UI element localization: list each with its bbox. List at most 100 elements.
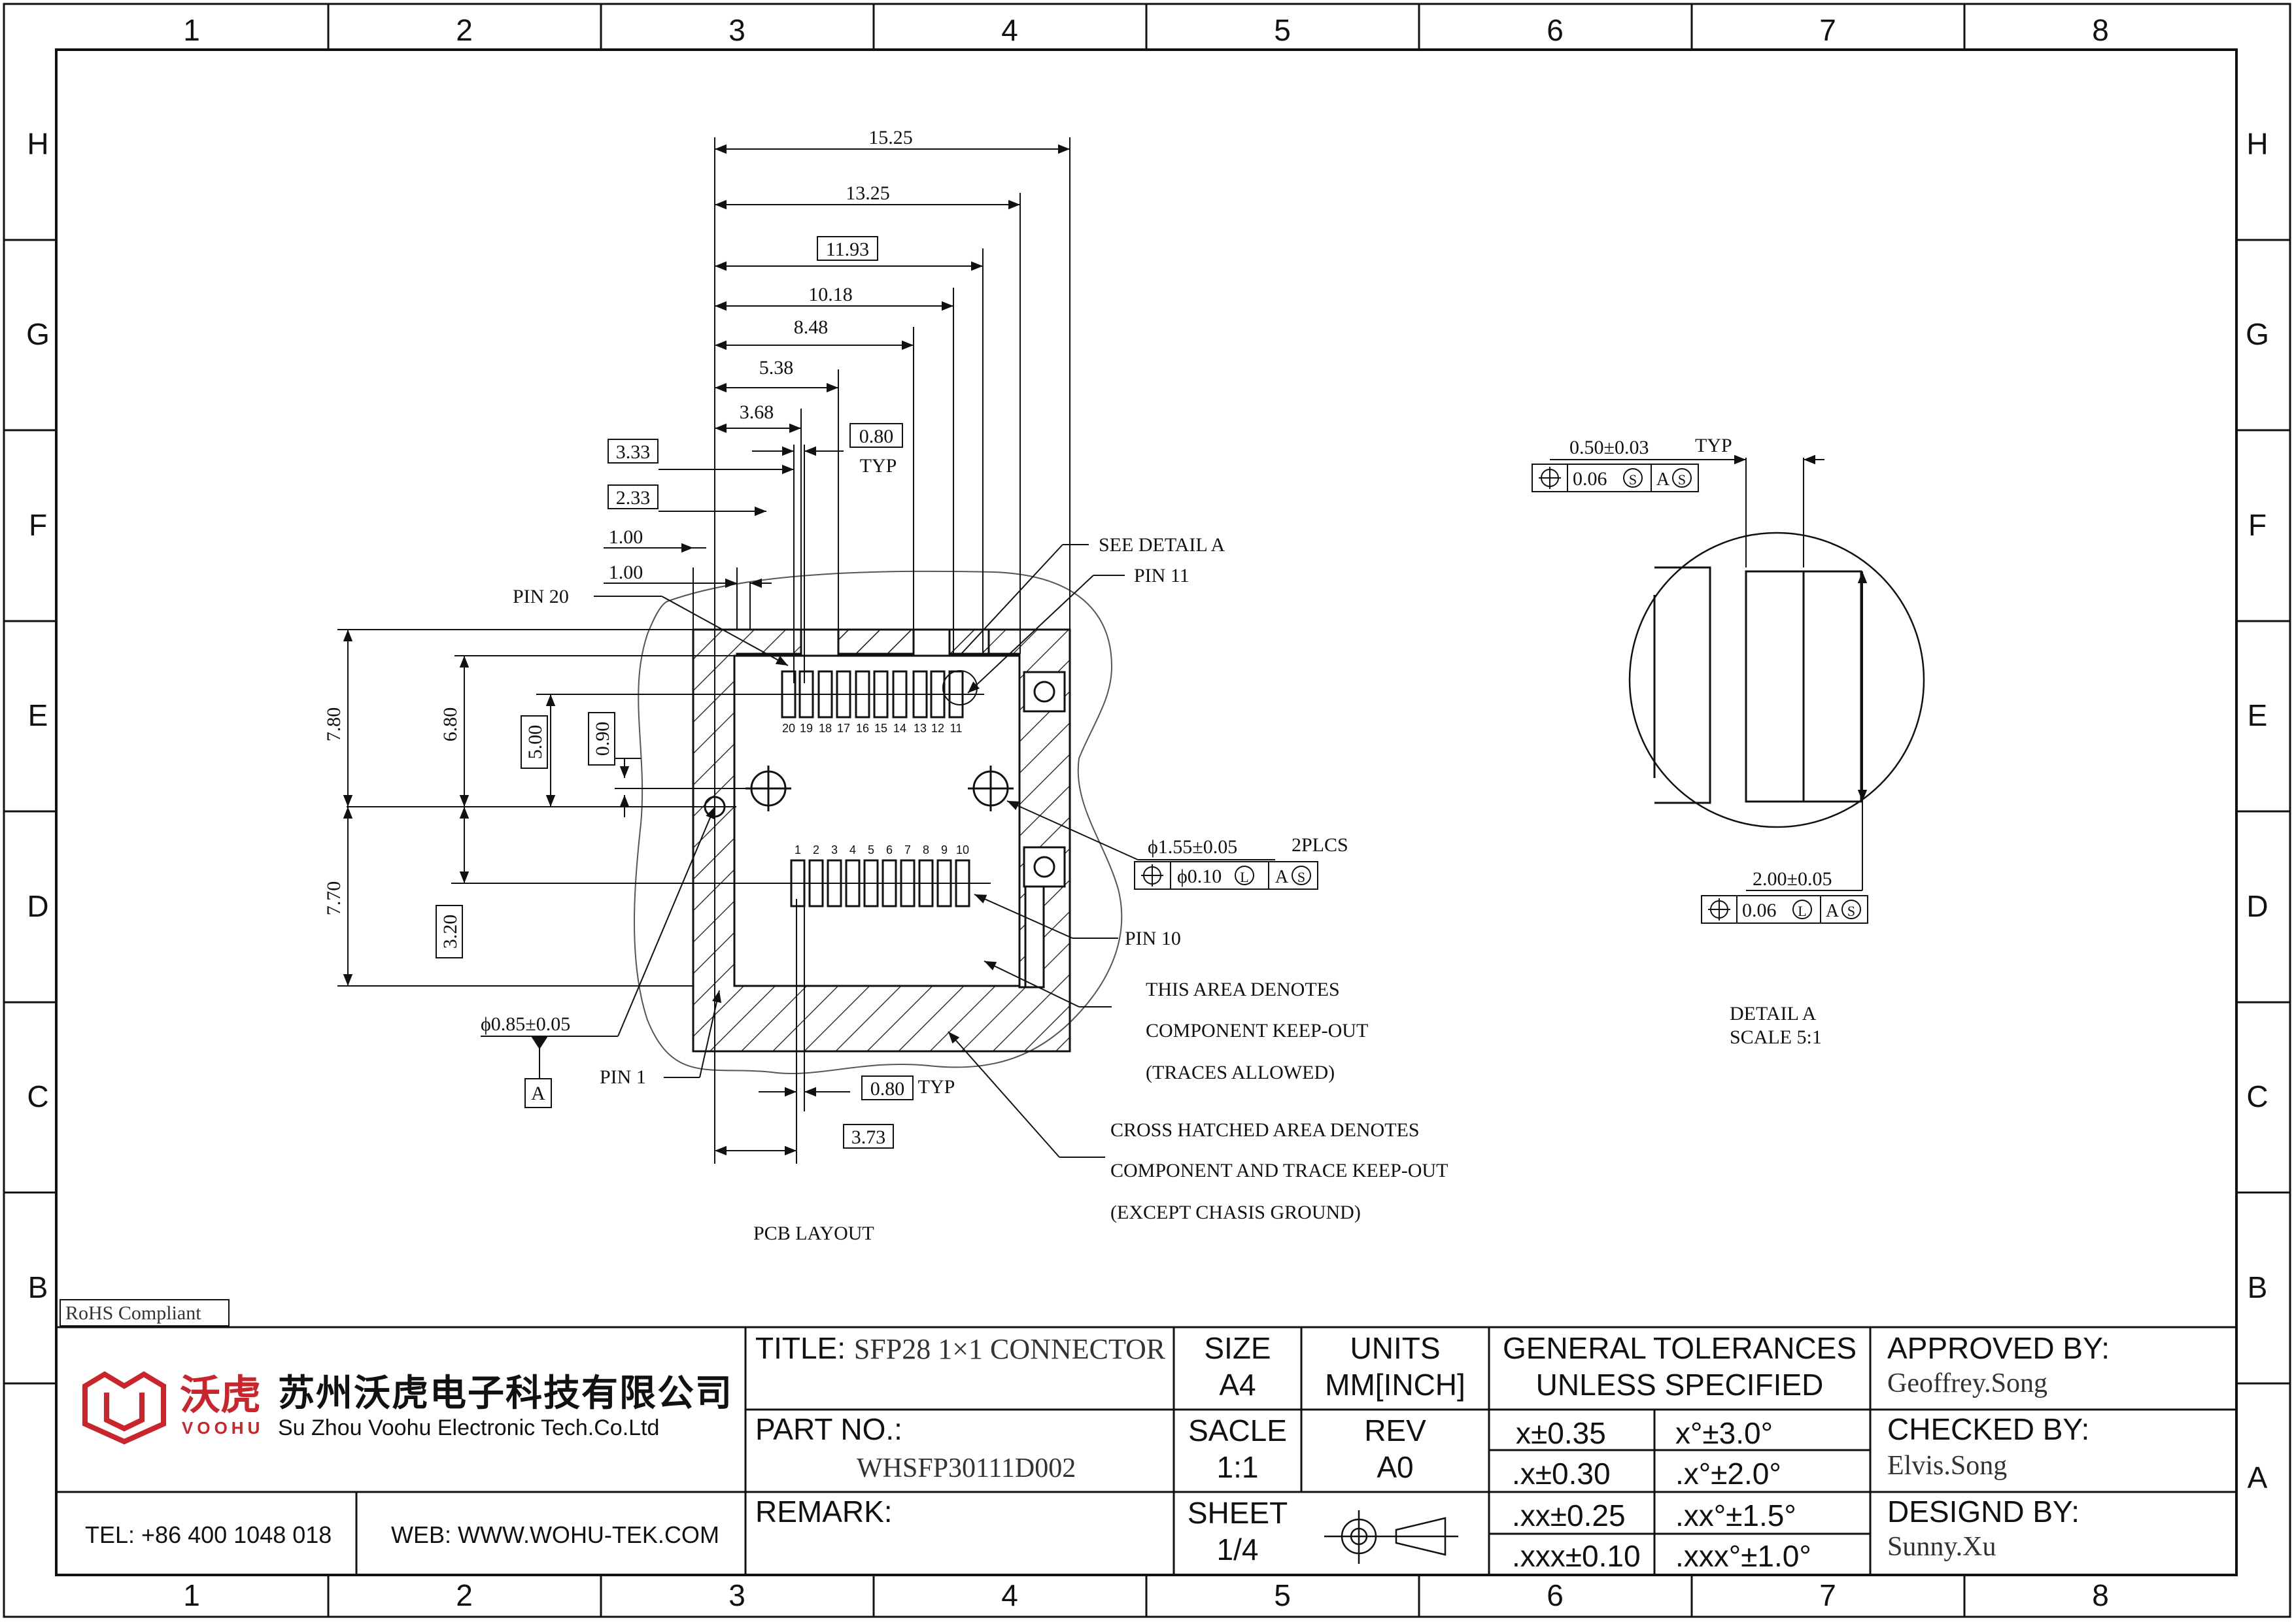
drawing-frame	[3, 3, 2291, 1618]
extension-lines	[337, 137, 1070, 1164]
datum-a-label: A	[531, 1083, 545, 1104]
basic-dim-box	[436, 905, 463, 958]
units-value: MM[INCH]	[1325, 1368, 1465, 1402]
zone-row-label: G	[2246, 317, 2269, 351]
rohs-badge: RoHS Compliant	[65, 1302, 201, 1324]
dim-3-73: 3.73	[851, 1126, 886, 1148]
dim-1-00-a: 1.00	[609, 526, 643, 548]
dim-5-00: 5.00	[524, 725, 546, 760]
zone-row-label: B	[28, 1270, 48, 1304]
pin-number-label: 9	[941, 843, 948, 856]
zone-col-label: 7	[1819, 1578, 1836, 1612]
design-value: Sunny.Xu	[1887, 1532, 1996, 1562]
checked-value: Elvis.Song	[1887, 1451, 2008, 1481]
zone-col-label: 5	[1274, 13, 1291, 47]
pin-number-label: 7	[904, 843, 911, 856]
pin-number-label: 11	[950, 722, 963, 735]
see-detail-label: SEE DETAIL A	[1099, 534, 1225, 556]
mount-fcf-datum: A	[1275, 867, 1289, 887]
basic-dim-box	[861, 1075, 914, 1100]
pin-number-label: 19	[800, 722, 813, 735]
approved-value: Geoffrey.Song	[1887, 1368, 2047, 1398]
tolerance-linear: .xx±0.25	[1512, 1498, 1626, 1532]
zone-row-label: F	[2248, 508, 2267, 542]
dim-2-33: 2.33	[616, 487, 651, 509]
detail-fcf-mod: S	[1629, 471, 1637, 488]
rfs-modifier-icon	[1841, 900, 1861, 919]
datum-a-box	[524, 1078, 552, 1108]
size-value: A4	[1219, 1368, 1256, 1402]
dimension-lines	[343, 144, 1070, 1156]
company-name-en: Su Zhou Voohu Electronic Tech.Co.Ltd	[278, 1415, 660, 1440]
zone-col-label: 2	[456, 1578, 473, 1612]
hatched-notch	[837, 628, 915, 657]
dim-13-25: 13.25	[846, 182, 890, 204]
notch-gap	[912, 628, 951, 657]
title-label-text: TITLE:	[755, 1331, 846, 1365]
detail-fcf-tol: 0.06	[1573, 468, 1607, 490]
title-value: SFP28 1×1 CONNECTOR	[853, 1333, 1166, 1365]
tolerance-linear: .x±0.30	[1512, 1457, 1611, 1491]
logo-cn: 沃虎	[180, 1371, 262, 1419]
tolerance-linear: .xxx±0.10	[1512, 1539, 1641, 1573]
rfs-modifier-icon	[1672, 468, 1692, 488]
design-label: DESIGND BY:	[1887, 1495, 2080, 1529]
pin10-label: PIN 10	[1125, 928, 1181, 949]
pin20-label: PIN 20	[513, 586, 569, 607]
detail-scale: SCALE 5:1	[1730, 1026, 1822, 1048]
tel-text: TEL: +86 400 1048 018	[85, 1521, 332, 1548]
keepout-note-3: (TRACES ALLOWED)	[1146, 1062, 1335, 1083]
basic-dim-box	[588, 712, 615, 766]
pin-number-label: 1	[795, 843, 801, 856]
keepout-note-2: COMPONENT KEEP-OUT	[1146, 1020, 1368, 1041]
detail-dim-lines	[1550, 454, 1868, 891]
mount-fcf-datum-mod: S	[1297, 869, 1305, 885]
basic-dim-box	[608, 484, 659, 509]
zone-row-label: D	[27, 889, 48, 923]
part-no-value: WHSFP30111D002	[857, 1453, 1076, 1483]
pin-number-label: 18	[819, 722, 832, 735]
tolerance-angular: x°±3.0°	[1675, 1416, 1773, 1450]
lmc-modifier-icon	[1235, 866, 1254, 885]
pin1-label: PIN 1	[600, 1066, 646, 1088]
remark-label: REMARK:	[755, 1495, 893, 1529]
detail-fcf-datum-mod: S	[1678, 471, 1686, 488]
pin-number-label: 3	[831, 843, 838, 856]
mount-dia-text: ϕ1.55±0.05	[1148, 836, 1237, 858]
dim-7-70: 7.70	[323, 881, 345, 916]
zone-col-label: 7	[1819, 13, 1836, 47]
zone-col-label: 4	[1001, 1578, 1018, 1612]
zone-col-label: 3	[728, 13, 745, 47]
detail-len-fcf-datum: A	[1826, 901, 1840, 921]
lmc-modifier-icon	[1792, 900, 1812, 919]
rev-value: A0	[1377, 1450, 1414, 1484]
zone-row-label: E	[2248, 698, 2268, 732]
detail-len-fcf-mod: L	[1798, 903, 1806, 919]
callout-texts: PIN 20 SEE DETAIL A PIN 11 PIN 10 PIN 1 …	[513, 534, 1448, 1244]
sheet-value: 1/4	[1216, 1532, 1259, 1566]
pin-number-label: 8	[923, 843, 929, 856]
checked-label: CHECKED BY:	[1887, 1412, 2090, 1446]
keepout-note-1: THIS AREA DENOTES	[1146, 979, 1340, 1000]
zone-col-label: 8	[2092, 13, 2109, 47]
dim-0-80-top: 0.80	[859, 426, 894, 447]
zone-row-label: C	[2246, 1079, 2268, 1113]
pin-number-label: 4	[849, 843, 856, 856]
pin-number-label: 16	[856, 722, 869, 735]
dim-0-80-bottom: 0.80	[870, 1078, 905, 1100]
pin-number-label: 14	[893, 722, 906, 735]
detail-typ-text: TYP	[1695, 435, 1732, 456]
scale-label: SACLE	[1188, 1413, 1287, 1447]
dim-10-18: 10.18	[808, 284, 853, 305]
zone-col-label: 6	[1547, 1578, 1564, 1612]
notch-gap	[800, 628, 840, 657]
detail-circle	[1628, 532, 1925, 828]
basic-dim-box	[817, 236, 878, 261]
detail-fcf-datum: A	[1656, 469, 1670, 490]
mount-qty-text: 2PLCS	[1292, 834, 1348, 856]
ground-pad	[1023, 846, 1066, 888]
title-block-grid	[56, 1299, 2236, 1575]
